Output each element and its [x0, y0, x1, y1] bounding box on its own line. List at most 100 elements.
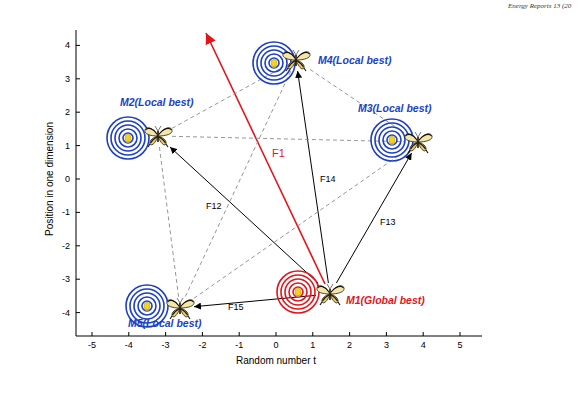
agent-label: M3(Local best)	[358, 103, 432, 114]
resultant-force-arrow	[206, 33, 325, 284]
butterfly-node: M1(Global best)	[316, 283, 344, 305]
food-source-ring	[383, 131, 401, 149]
light-bulb	[389, 136, 395, 144]
butterfly-body	[179, 303, 181, 314]
food-source-ring	[142, 301, 152, 311]
butterfly-node: M2(Local best)	[144, 125, 172, 147]
butterfly-body	[417, 137, 419, 148]
butterfly-icon	[283, 50, 310, 71]
tick-label: 3	[65, 74, 70, 83]
tick-label: 4	[65, 41, 70, 50]
ring-group	[107, 117, 149, 159]
butterfly-pattern	[297, 52, 310, 58]
food-source-ring	[269, 58, 279, 68]
butterfly-pattern	[411, 143, 418, 150]
force-arrow	[336, 153, 411, 283]
butterfly-wing	[296, 60, 304, 69]
butterfly-pattern	[151, 137, 158, 144]
tick-label: 0	[273, 341, 278, 350]
force-label: F12	[206, 202, 222, 211]
butterfly-wing	[283, 52, 296, 60]
food-source-ring	[107, 117, 149, 159]
food-source-ring	[285, 279, 311, 305]
y-tick-marks	[76, 45, 80, 312]
tick-mark	[76, 45, 80, 46]
tick-mark	[76, 179, 80, 180]
tick-mark	[312, 332, 313, 336]
butterfly-antenna	[177, 298, 183, 303]
tick-label: -4	[62, 308, 70, 317]
light-bulb	[144, 302, 150, 310]
light-bulb	[125, 134, 131, 142]
agent-label: M5(Local best)	[128, 318, 202, 329]
tick-label: 5	[457, 341, 462, 350]
food-source-ring	[119, 129, 137, 147]
butterfly-pattern	[146, 128, 158, 134]
butterfly-pattern	[181, 309, 188, 316]
tick-label: -5	[88, 341, 96, 350]
butterfly-icon	[167, 298, 194, 319]
tick-mark	[128, 332, 129, 336]
butterfly-pattern	[286, 68, 288, 71]
butterfly-wing	[330, 294, 338, 303]
butterfly-wing	[288, 60, 296, 69]
force-arrow	[170, 147, 318, 283]
butterfly-antenna	[293, 50, 299, 55]
butterfly-wing	[158, 128, 172, 136]
butterfly-antenna	[415, 132, 421, 137]
tick-label: -2	[198, 341, 206, 350]
butterfly-pattern	[148, 144, 150, 147]
butterfly-graphic	[144, 125, 172, 147]
tick-label: 0	[65, 175, 70, 184]
butterfly-graphic	[404, 131, 432, 153]
butterfly-pattern	[408, 150, 410, 153]
butterfly-pattern	[297, 61, 304, 68]
butterfly-pattern	[331, 286, 344, 292]
butterfly-node: M3(Local best)	[404, 131, 432, 153]
butterfly-wing	[150, 136, 158, 145]
butterfly-wing	[145, 128, 158, 136]
butterfly-icon	[405, 132, 432, 153]
journal-header: Energy Reports 13 (20	[508, 3, 571, 10]
butterfly-wing	[322, 294, 330, 303]
tick-label: -1	[62, 208, 70, 217]
tick-label: 2	[347, 341, 352, 350]
food-source-ring	[253, 42, 295, 84]
butterfly-pattern	[338, 302, 340, 305]
x-axis-line	[76, 336, 482, 337]
tick-mark	[76, 78, 80, 79]
tick-mark	[76, 245, 80, 246]
butterfly-pattern	[320, 302, 322, 305]
tick-mark	[165, 332, 166, 336]
tick-label: 1	[310, 341, 315, 350]
food-source-ring	[289, 283, 307, 301]
ring-group	[253, 42, 295, 84]
butterfly-pattern	[166, 144, 168, 147]
dashed-link	[194, 152, 404, 298]
food-source-ring	[138, 297, 156, 315]
tick-label: 3	[384, 341, 389, 350]
tick-mark	[76, 145, 80, 146]
butterfly-wing	[405, 134, 418, 142]
tick-mark	[386, 332, 387, 336]
y-axis-line	[76, 30, 77, 336]
butterfly-icon	[145, 126, 172, 147]
butterfly-graphic	[166, 297, 194, 319]
butterfly-antenna	[327, 284, 333, 289]
dashed-link	[159, 147, 178, 297]
butterfly-pattern	[168, 300, 180, 306]
butterfly-graphic	[282, 49, 310, 71]
butterfly-wing	[330, 286, 344, 294]
tick-label: 4	[421, 341, 426, 350]
tick-label: 1	[65, 141, 70, 150]
tick-label: -3	[62, 275, 70, 284]
agent-label: M2(Local best)	[120, 97, 194, 108]
butterfly-pattern	[426, 150, 428, 153]
butterfly-wing	[296, 52, 310, 60]
butterfly-node: M5(Local best)	[166, 297, 194, 319]
dashed-link	[185, 71, 291, 297]
light-bulb	[295, 288, 301, 296]
food-source-ring	[387, 135, 397, 145]
